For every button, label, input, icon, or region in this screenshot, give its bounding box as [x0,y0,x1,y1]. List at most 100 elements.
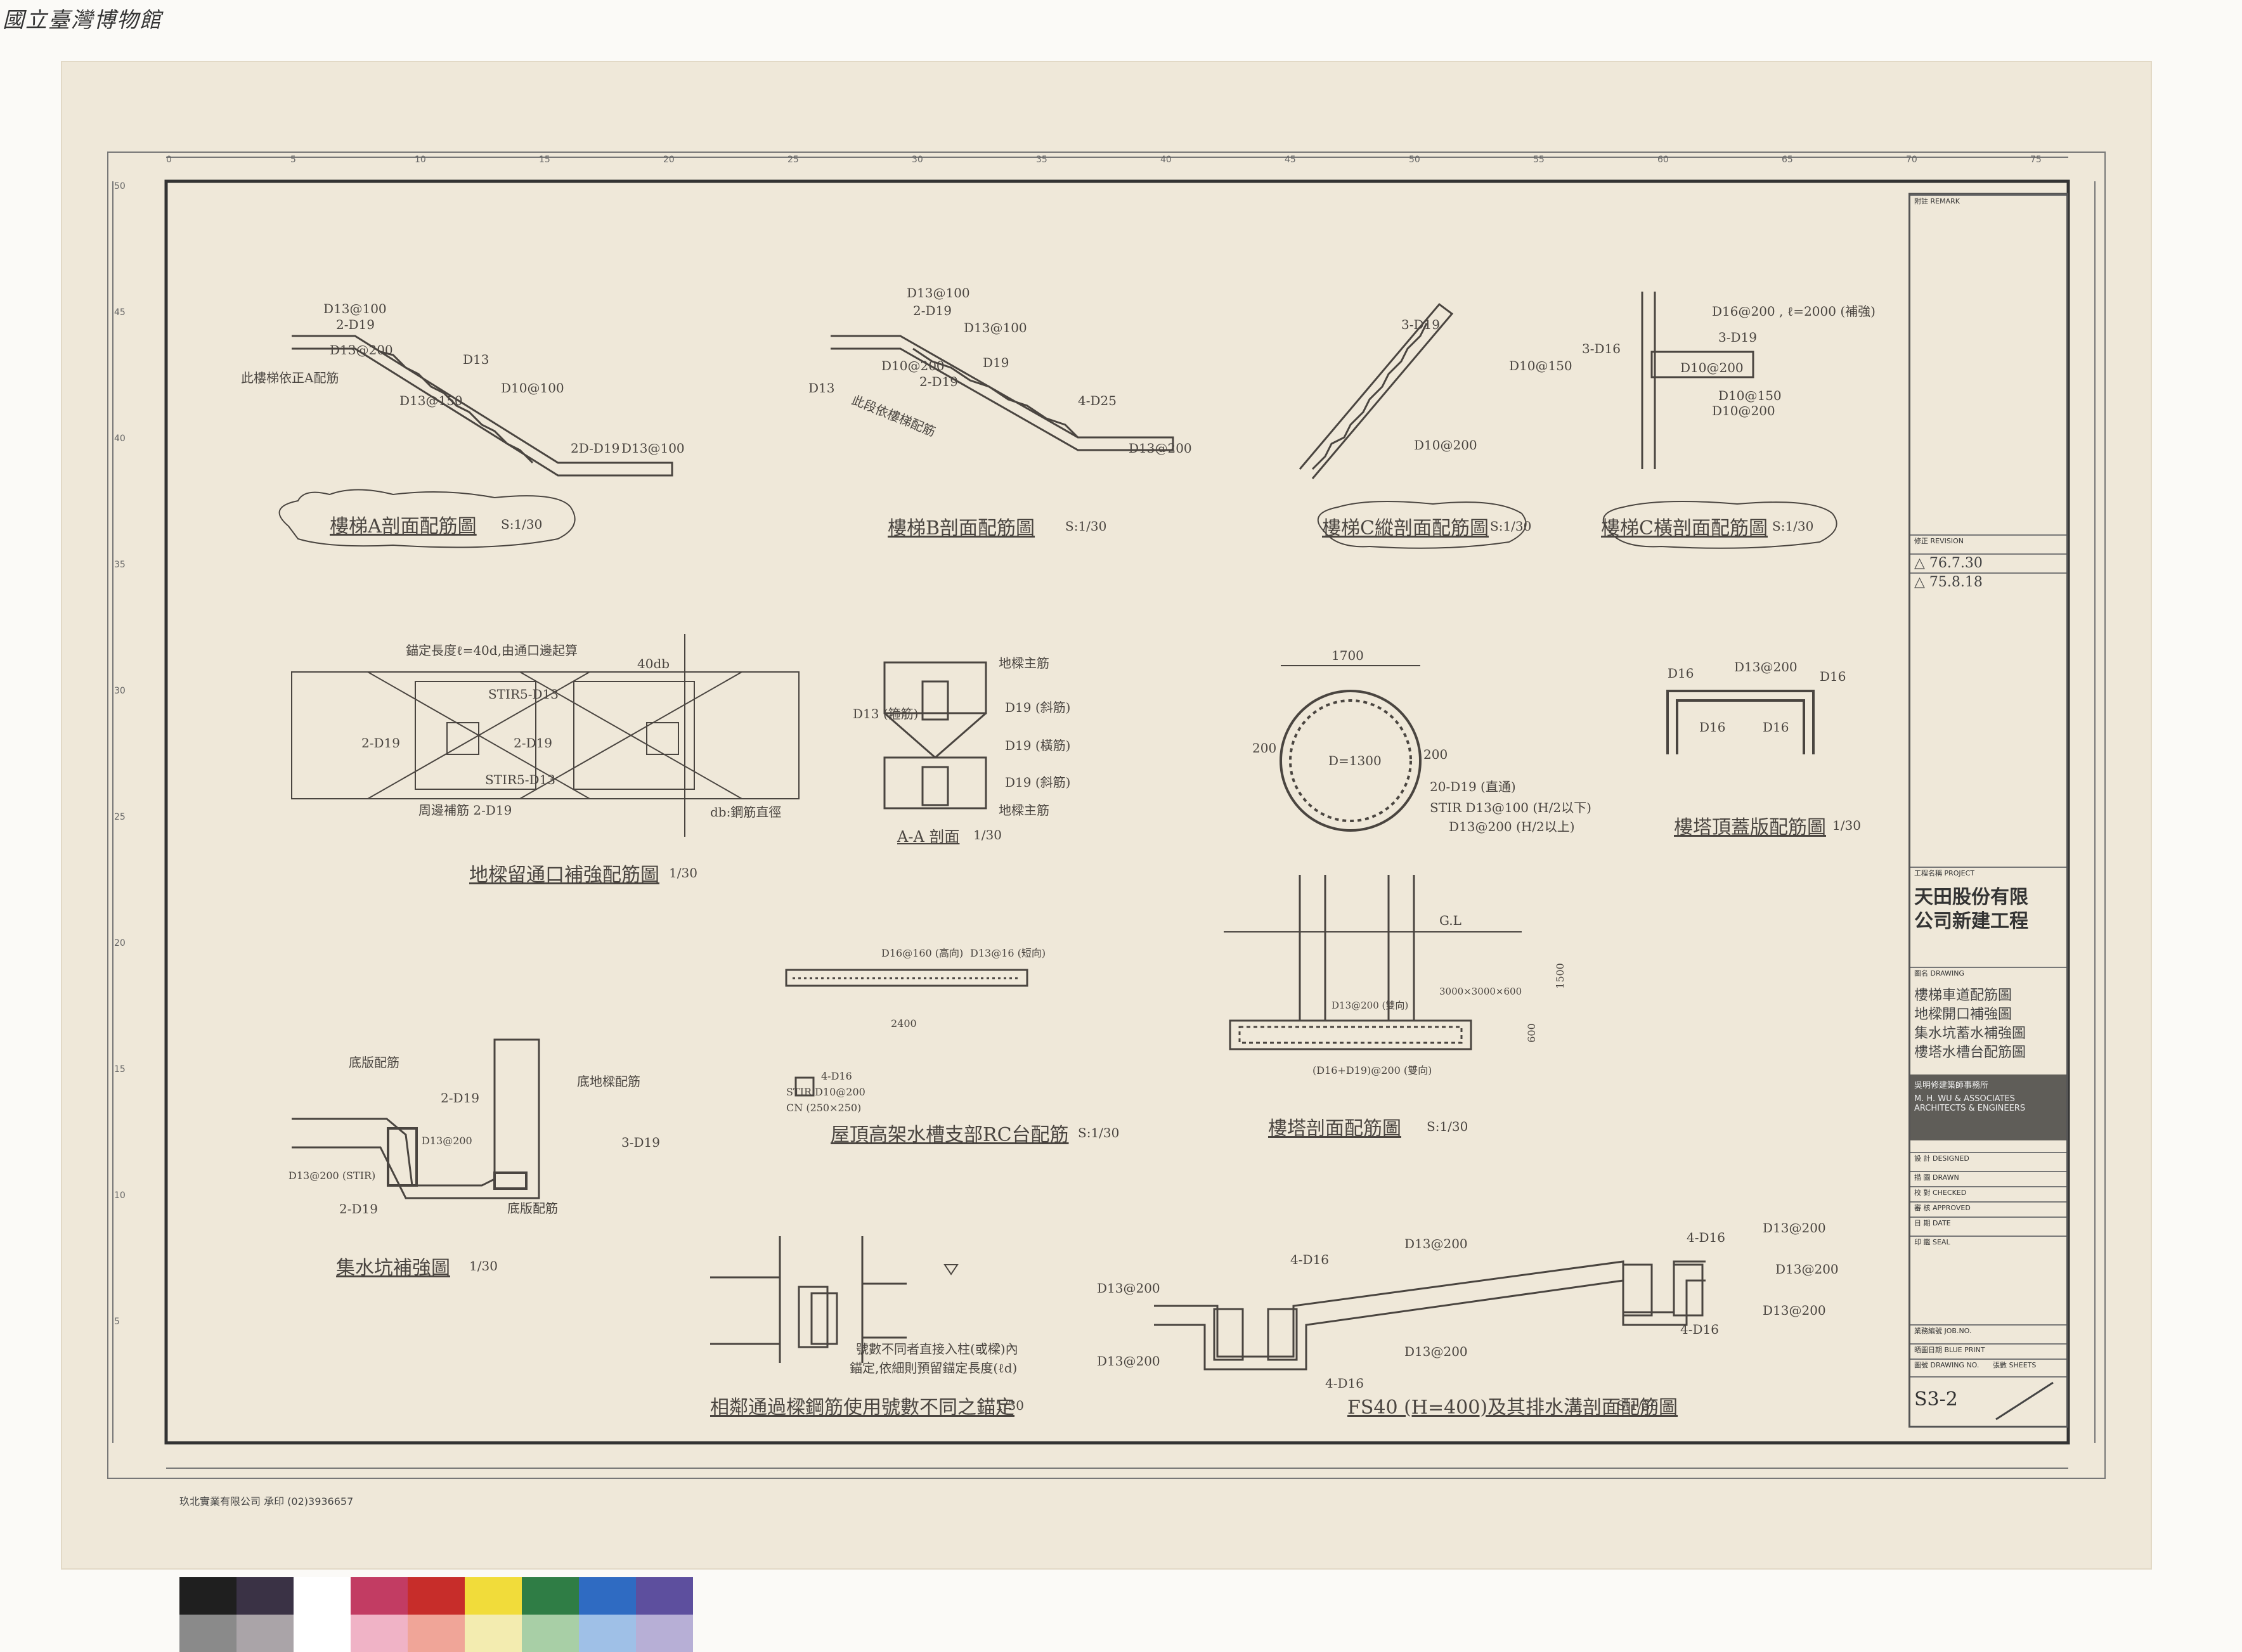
drawing-name-1: 樓梯車道配筋圖 [1914,988,2012,1003]
ruler-top-25: 25 [787,155,799,165]
firm-name-en: M. H. WU & ASSOCIATES [1914,1094,2015,1104]
drainage-caption: FS40 (H=400)及其排水溝剖面配筋圖 [1347,1397,1678,1419]
beam-opening-note: 2-D19 [361,735,400,751]
ruler-top-60: 60 [1657,155,1669,165]
stair-a-scale: S:1/30 [501,517,543,532]
drawing-no-row: 圖號 DRAWING NO. 張數 SHEETS [1910,1358,2066,1378]
firm-name-en-2: ARCHITECTS & ENGINEERS [1914,1104,2026,1113]
sump-note: 3-D19 [621,1135,660,1150]
rooftank-note: D16@160 (高向) [881,947,964,959]
tower-top-note: D16 [1820,669,1846,684]
ruler-top-10: 10 [415,155,426,165]
stair-c-long-caption: 樓梯C縱剖面配筋圖 [1322,517,1489,539]
stair-c-long-scale: S:1/30 [1490,519,1532,534]
date-label: 日 期 DATE [1910,1216,2066,1237]
ruler-top-70: 70 [1906,155,1917,165]
section-aa-note: 地樑主筋 [999,803,1049,818]
section-aa-caption: A-A 剖面 [897,828,960,846]
stair-c-cross-note: D10@150 [1718,388,1782,403]
ruler-left-25: 25 [114,812,126,822]
swatch-bottom-6 [522,1615,579,1652]
swatch-bottom-2 [294,1615,351,1652]
swatch-bottom-7 [579,1615,636,1652]
stair-c-cross-note: 3-D19 [1718,330,1757,345]
drawing-sheet [61,61,2152,1570]
adjacent-scale: 1/30 [995,1398,1024,1413]
beam-opening-note: STIR5-D13 [488,687,559,702]
ruler-top-75: 75 [2030,155,2042,165]
rooftank-scale: S:1/30 [1078,1125,1120,1140]
rooftank-note: CN (250×250) [786,1102,862,1114]
ruler-top-45: 45 [1285,155,1296,165]
sheets-label: 張數 SHEETS [1993,1361,2037,1369]
stair-b-scale: S:1/30 [1065,519,1107,534]
circle-note: 200 [1423,747,1448,762]
stair-c-cross-caption: 樓梯C橫剖面配筋圖 [1601,517,1768,539]
ruler-left-10: 10 [114,1191,126,1201]
sump-note: D13@200 (STIR) [288,1170,376,1182]
tower-section-note: 3000×3000×600 [1439,986,1522,997]
remark-label: 附註 REMARK [1910,195,2066,215]
revision-label: 修正 REVISION [1910,534,2066,555]
circle-note: STIR D13@100 (H/2以下) [1430,800,1591,815]
stair-a-note: D13@100 [621,441,685,456]
tower-section-note: (D16+D19)@200 (雙向) [1312,1064,1432,1076]
ruler-top-55: 55 [1533,155,1545,165]
stair-c-cross-note: 3-D16 [1582,341,1621,356]
job-no-label: 業務編號 JOB.NO. [1910,1324,2066,1345]
drainage-note: D13@200 [1404,1344,1468,1359]
ruler-left-5: 5 [114,1317,120,1327]
circle-note: D13@200 (H/2以上) [1449,819,1575,834]
ruler-top-5: 5 [290,155,296,165]
tower-section-caption: 樓塔剖面配筋圖 [1268,1118,1401,1140]
section-aa-note: D13 (箍筋) [853,706,919,721]
swatch-bottom-5 [465,1615,522,1652]
stair-b-note: D13 [808,380,835,396]
designed-label: 設 計 DESIGNED [1910,1152,2066,1172]
ruler-top-20: 20 [663,155,675,165]
stair-c-cross-scale: S:1/30 [1772,519,1814,534]
swatch-bottom-4 [408,1615,465,1652]
stair-a-note: D10@100 [501,380,564,396]
ruler-top-35: 35 [1036,155,1047,165]
swatch-top-3 [351,1577,408,1615]
swatch-top-0 [179,1577,237,1615]
ruler-left-35: 35 [114,560,126,570]
approved-label: 審 核 APPROVED [1910,1201,2066,1218]
tower-section-note: D13@200 (雙向) [1332,1000,1409,1011]
stair-a-caption: 樓梯A剖面配筋圖 [330,515,477,538]
drawing-name-3: 集水坑蓄水補強圖 [1914,1026,2026,1042]
title-block: 附註 REMARK 修正 REVISION △ 76.7.30 △ 75.8.1… [1908,193,2068,1428]
beam-opening-caption: 地樑留通口補強配筋圖 [469,864,659,886]
drainage-note: D13@200 [1097,1353,1160,1369]
drawing-name-2: 地樑開口補強圖 [1914,1007,2012,1023]
stair-c-cross-note: D10@200 [1680,360,1744,375]
ruler-left-20: 20 [114,938,126,948]
stair-a-note: 2-D19 [336,317,375,332]
sump-note: 底地樑配筋 [577,1074,640,1089]
ruler-left-30: 30 [114,686,126,696]
ruler-top-65: 65 [1782,155,1793,165]
drawing-no-label: 圖號 DRAWING NO. [1914,1361,1980,1369]
firm-name-zh: 吳明修建築師事務所 [1914,1081,1989,1090]
sheets-slash-icon [1995,1381,2054,1421]
revision-1: △ 76.7.30 [1910,553,2066,574]
beam-opening-note: 2-D19 [514,735,552,751]
drainage-note: D13@200 [1097,1281,1160,1296]
ruler-left-45: 45 [114,307,126,318]
section-aa-note: D19 (斜筋) [1005,775,1071,790]
circle-note: 200 [1252,740,1277,756]
ruler-top-40: 40 [1160,155,1172,165]
stair-b-note: D13@100 [907,285,970,300]
swatch-bottom-3 [351,1615,408,1652]
drawing-label: 圖名 DRAWING [1910,967,2066,986]
tower-top-caption: 樓塔頂蓋版配筋圖 [1674,816,1826,839]
drainage-note: D13@200 [1404,1236,1468,1251]
circle-note: 20-D19 (直通) [1430,779,1516,794]
swatch-top-5 [465,1577,522,1615]
revision-2: △ 75.8.18 [1910,572,2066,593]
sump-note: 底版配筋 [507,1201,558,1216]
section-aa-scale: 1/30 [973,827,1002,842]
rooftank-caption: 屋頂高架水槽支部RC台配筋 [831,1124,1069,1146]
stair-b-note: D13@200 [1129,441,1192,456]
